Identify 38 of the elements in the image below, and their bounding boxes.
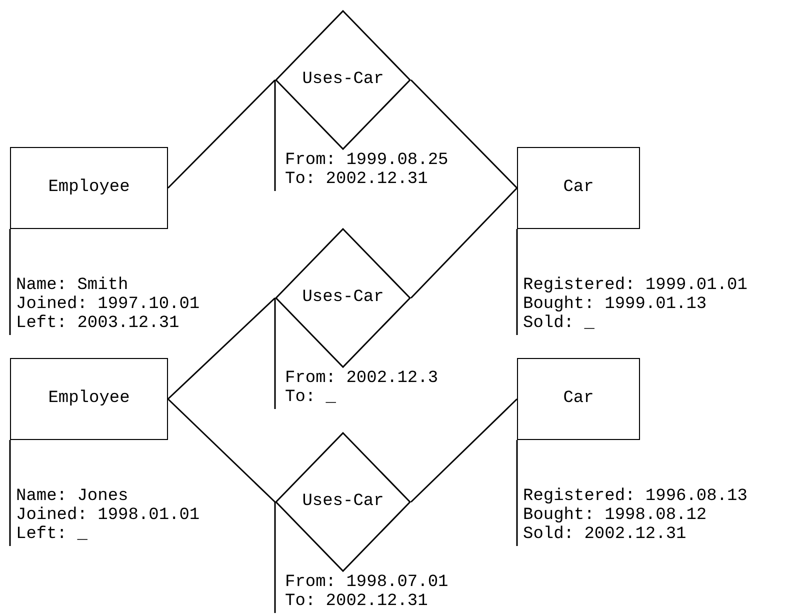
connector-line [410, 398, 518, 503]
attribute-text: To: _ [285, 388, 336, 407]
relationship-diamond [275, 228, 411, 368]
entity-label: Employee [48, 389, 130, 409]
connector-line [410, 79, 518, 189]
relationship-label: Uses-Car [302, 288, 384, 308]
relationship-diamond [275, 432, 411, 572]
attribute-text: Sold: 2002.12.31 [523, 525, 686, 544]
connector-line [410, 187, 518, 299]
attribute-text: Left: _ [16, 525, 88, 544]
entity-box [517, 147, 640, 229]
relationship-label: Uses-Car [302, 492, 384, 512]
relationship-diamond [275, 10, 411, 150]
attribute-text: Registered: 1999.01.01 [523, 276, 748, 295]
attribute-text: Bought: 1999.01.13 [523, 295, 707, 314]
entity-label: Car [563, 389, 594, 409]
attribute-text: From: 1999.08.25 [285, 151, 448, 170]
attribute-text: Sold: _ [523, 314, 594, 333]
entity-box [10, 147, 168, 229]
attribute-text: Left: 2003.12.31 [16, 314, 180, 333]
entity-label: Employee [48, 178, 130, 198]
attribute-text: From: 2002.12.3 [285, 369, 438, 388]
attribute-text: Name: Smith [16, 276, 128, 295]
entity-box [10, 358, 168, 440]
entity-label: Car [563, 178, 594, 198]
entity-box [517, 358, 640, 440]
attribute-text: To: 2002.12.31 [285, 592, 428, 611]
attribute-text: Name: Jones [16, 487, 128, 506]
connector-line [167, 79, 276, 189]
attribute-text: From: 1998.07.01 [285, 573, 448, 592]
relationship-label: Uses-Car [302, 70, 384, 90]
attribute-text: Joined: 1998.01.01 [16, 506, 200, 525]
attribute-text: Bought: 1998.08.12 [523, 506, 707, 525]
connector-line [167, 297, 276, 400]
attribute-text: To: 2002.12.31 [285, 170, 428, 189]
connector-line [167, 398, 276, 503]
attribute-text: Joined: 1997.10.01 [16, 295, 200, 314]
attribute-text: Registered: 1996.08.13 [523, 487, 748, 506]
